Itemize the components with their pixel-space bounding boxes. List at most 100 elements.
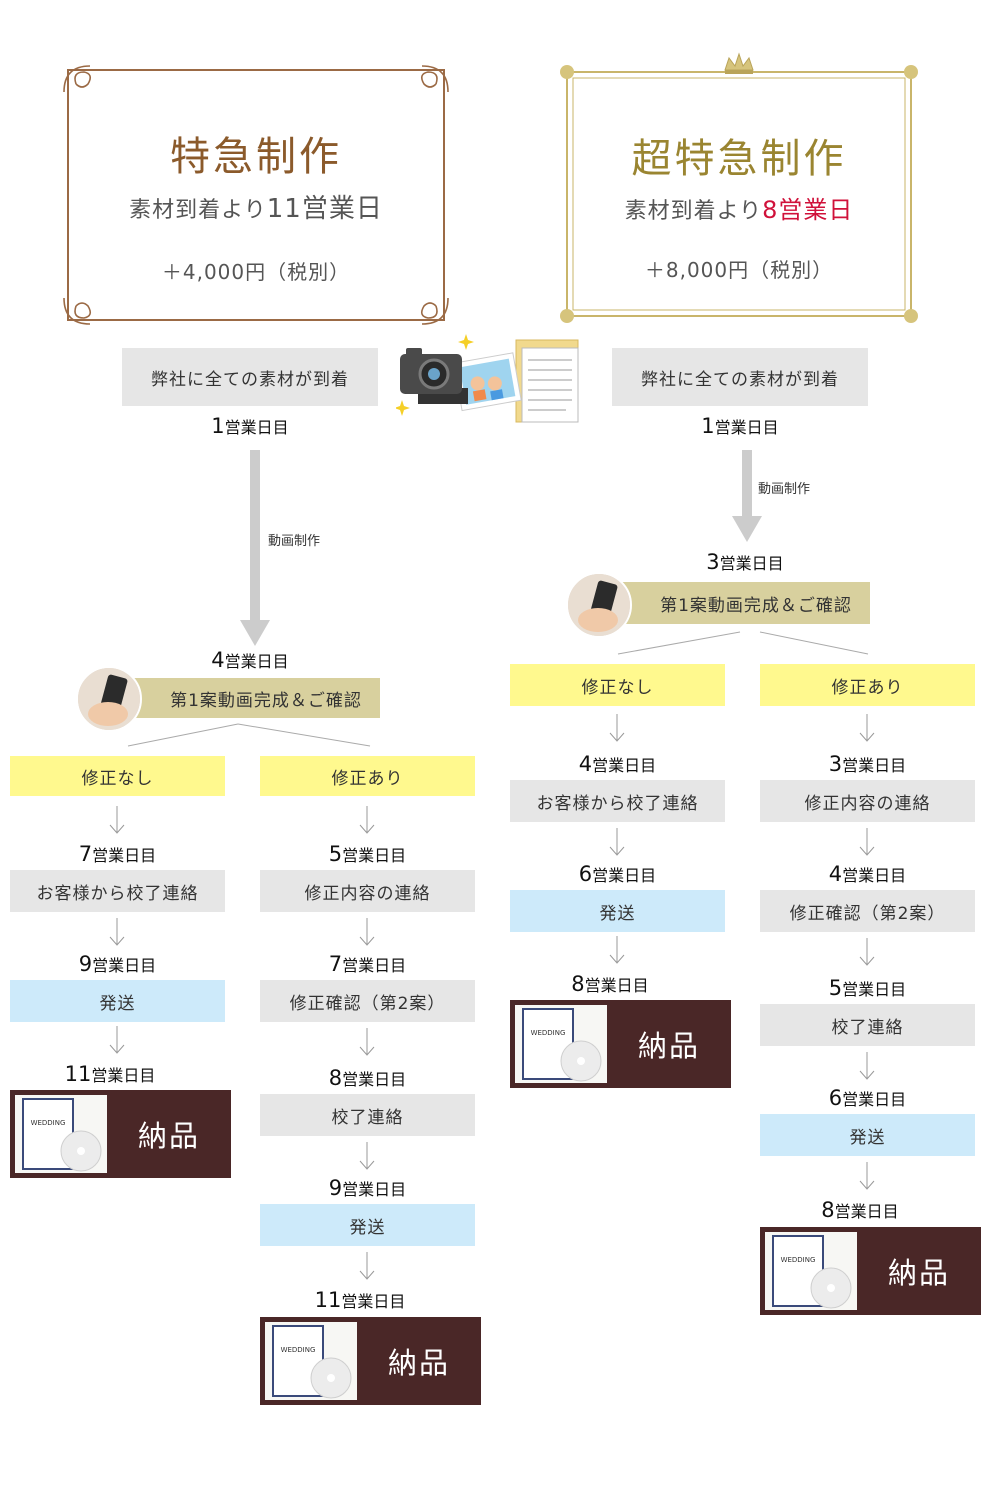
left-r-approval-day: 8営業日目	[260, 1066, 475, 1090]
down-arrow-icon	[109, 918, 125, 946]
disc-title: WEDDING	[531, 1029, 566, 1037]
left-r-delivery-card: WEDDING 納品	[260, 1317, 481, 1405]
right-r-check-day: 4営業日目	[760, 862, 975, 886]
super-express-card: 超特急制作 素材到着より8営業日 ＋8,000円（税別）	[553, 50, 925, 330]
left-nr-delivery-card: WEDDING 納品	[10, 1090, 231, 1178]
right-r-delivery-card: WEDDING 納品	[760, 1227, 981, 1315]
left-nr-ship-day-num: 9	[78, 952, 93, 976]
right-nr-approval-day-suffix: 営業日目	[592, 756, 657, 775]
right-no-revision-box: 修正なし	[510, 664, 725, 706]
ornate-frame-icon	[63, 65, 449, 325]
wedding-dvd-icon: WEDDING	[515, 1005, 607, 1083]
left-nr-ship-day: 9営業日目	[10, 952, 225, 976]
right-r-contact-day: 3営業日目	[760, 752, 975, 776]
left-nr-approval-day: 7営業日目	[10, 842, 225, 866]
right-arrival-day-suffix: 営業日目	[714, 418, 779, 437]
left-nr-approval-day-num: 7	[78, 842, 93, 866]
right-nr-delivery-label: 納品	[637, 1029, 700, 1063]
down-arrow-icon	[859, 828, 875, 856]
down-arrow-icon	[359, 806, 375, 834]
right-draft-day-num: 3	[706, 550, 720, 574]
left-draft-day-suffix: 営業日目	[224, 652, 289, 671]
disc-title: WEDDING	[281, 1346, 316, 1354]
right-arrival-box: 弊社に全ての素材が到着	[612, 348, 868, 406]
right-r-shipping-box: 発送	[760, 1114, 975, 1156]
express-subtitle: 素材到着より11営業日	[60, 188, 452, 225]
right-r-approval-day-suffix: 営業日目	[842, 980, 907, 999]
left-r-delivery-label: 納品	[387, 1346, 450, 1380]
left-r-deliver-day-num: 11	[314, 1288, 342, 1312]
left-revision-box: 修正あり	[260, 756, 475, 796]
wedding-dvd-icon: WEDDING	[265, 1322, 357, 1400]
right-r-ship-day-num: 6	[828, 1086, 843, 1110]
down-arrow-icon	[859, 1052, 875, 1080]
right-nr-approval-day: 4営業日目	[510, 752, 725, 776]
left-r-contact-day-suffix: 営業日目	[342, 846, 407, 865]
right-r-deliver-day-num: 8	[821, 1198, 835, 1222]
right-draft-day-suffix: 営業日目	[719, 554, 784, 573]
left-r-contact-day: 5営業日目	[260, 842, 475, 866]
right-nr-approval-day-num: 4	[578, 752, 593, 776]
right-arrival-day-num: 1	[701, 414, 715, 438]
express-title: 特急制作	[170, 134, 342, 180]
down-arrow-icon	[859, 714, 875, 742]
right-customer-approval-box: お客様から校了連絡	[510, 780, 725, 822]
left-revision-content-box: 修正内容の連絡	[260, 870, 475, 912]
left-nr-approval-day-suffix: 営業日目	[92, 846, 157, 865]
super-express-subtitle-days: 8営業日	[762, 196, 854, 224]
right-movie-production: 動画制作	[758, 482, 811, 497]
smartphone-hand-icon	[76, 666, 142, 732]
right-r-delivery-label: 納品	[887, 1256, 950, 1290]
right-nr-deliver-day-num: 8	[571, 972, 585, 996]
right-r-deliver-day-suffix: 営業日目	[834, 1202, 899, 1221]
camera-icon	[400, 348, 462, 394]
materials-illustration	[396, 334, 579, 423]
right-nr-deliver-day-suffix: 営業日目	[584, 976, 649, 995]
super-express-price: ＋8,000円（税別）	[644, 258, 834, 282]
right-draft-day: 3営業日目	[612, 550, 878, 574]
left-branch-lines	[127, 723, 371, 747]
document-icon	[515, 339, 579, 423]
left-big-down-arrow-icon	[240, 450, 270, 646]
left-nr-shipping-box: 発送	[10, 980, 225, 1022]
left-movie-production: 動画制作	[268, 534, 321, 549]
down-arrow-icon	[359, 1028, 375, 1056]
left-r-check-day-suffix: 営業日目	[342, 956, 407, 975]
photo-icon	[453, 352, 522, 412]
right-nr-shipping-box: 発送	[510, 890, 725, 932]
left-nr-deliver-day: 11営業日目	[10, 1062, 210, 1086]
express-card: 特急制作 素材到着より11営業日 ＋4,000円（税別）	[60, 62, 452, 328]
left-arrival-box: 弊社に全ての素材が到着	[122, 348, 378, 406]
right-revision-box: 修正あり	[760, 664, 975, 706]
left-nr-delivery-label: 納品	[137, 1119, 200, 1153]
right-r-deliver-day: 8営業日目	[760, 1198, 960, 1222]
right-arrival-day: 1営業日目	[612, 414, 868, 438]
left-first-draft-box: 第1案動画完成＆ご確認	[122, 678, 380, 718]
right-r-check-day-num: 4	[828, 862, 843, 886]
left-approval-box: 校了連絡	[260, 1094, 475, 1136]
super-express-title: 超特急制作	[631, 136, 847, 182]
left-no-revision-box: 修正なし	[10, 756, 225, 796]
wedding-dvd-icon: WEDDING	[15, 1095, 107, 1173]
gold-frame-icon	[560, 52, 918, 323]
right-nr-ship-day: 6営業日目	[510, 862, 725, 886]
sparkle-icon	[396, 334, 474, 416]
left-arrival-day: 1営業日目	[122, 414, 378, 438]
super-express-subtitle: 素材到着より8営業日	[553, 190, 925, 225]
left-r-ship-day-suffix: 営業日目	[342, 1180, 407, 1199]
left-draft-day: 4営業日目	[122, 648, 378, 672]
right-big-down-arrow-icon	[732, 450, 762, 542]
down-arrow-icon	[109, 806, 125, 834]
left-nr-deliver-day-suffix: 営業日目	[91, 1066, 156, 1085]
left-r-deliver-day-suffix: 営業日目	[341, 1292, 406, 1311]
right-revision-content-box: 修正内容の連絡	[760, 780, 975, 822]
left-r-ship-day-num: 9	[328, 1176, 343, 1200]
down-arrow-icon	[359, 918, 375, 946]
express-price: ＋4,000円（税別）	[161, 260, 351, 284]
right-approval-box: 校了連絡	[760, 1004, 975, 1046]
left-r-approval-day-num: 8	[328, 1066, 343, 1090]
down-arrow-icon	[609, 714, 625, 742]
express-subtitle-prefix: 素材到着より	[129, 198, 267, 223]
left-arrival-day-num: 1	[211, 414, 225, 438]
left-r-check-day-num: 7	[328, 952, 343, 976]
